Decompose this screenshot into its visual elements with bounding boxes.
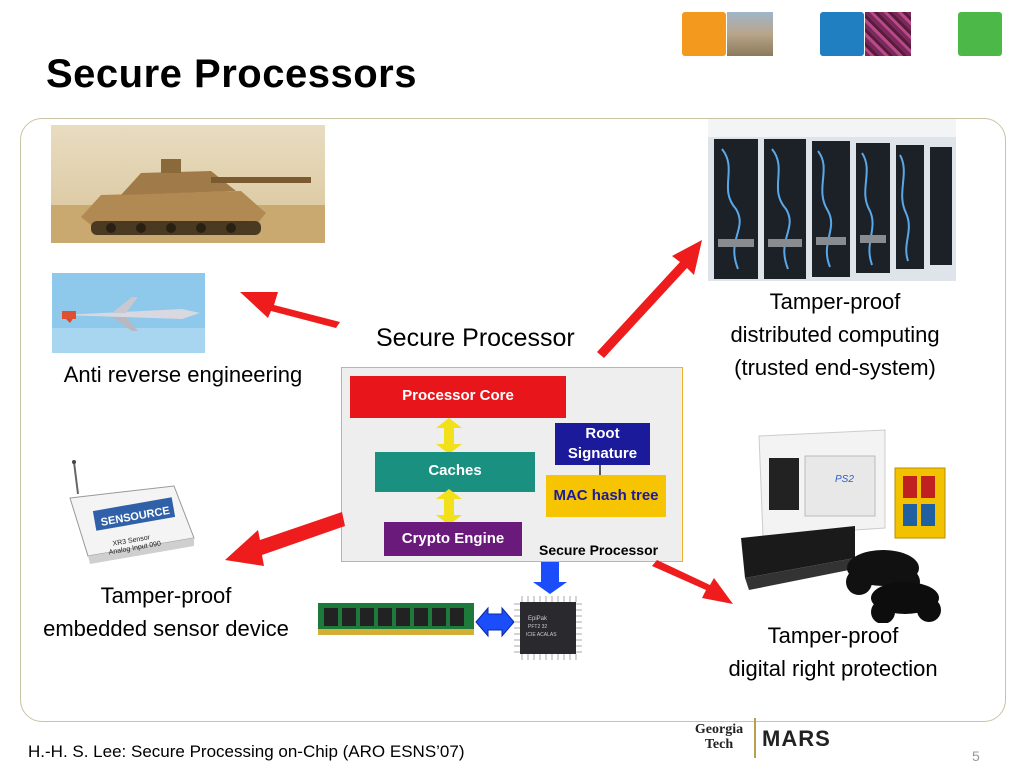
memory-module-image xyxy=(318,603,474,635)
header-photo-campus xyxy=(727,12,773,56)
root-signature-line2: Signature xyxy=(567,445,638,462)
distributed-caption-line3: (trusted end-system) xyxy=(734,355,936,380)
header-photo-circuit xyxy=(865,12,911,56)
sensor-device-image: SENSOURCE XR3 Sensor Analog Input 090 xyxy=(69,460,195,564)
gt-logo-line2: Tech xyxy=(704,737,734,752)
slide-footer: H.-H. S. Lee: Secure Processing on-Chip … xyxy=(28,742,465,761)
mars-logo: MARS xyxy=(762,726,831,751)
root-mac-link xyxy=(599,465,601,475)
game-console-image: PS2 xyxy=(735,418,950,623)
arrow-memory-chip xyxy=(475,606,515,638)
core-cache-connector xyxy=(436,418,462,454)
slide-title: Secure Processors xyxy=(46,52,417,96)
missile-image xyxy=(52,273,205,353)
cache-crypto-connector xyxy=(436,489,462,525)
gt-logo-line1: Georgia xyxy=(694,722,744,737)
secure-processor-diagram: Processor Core Caches Crypto Engine Root… xyxy=(341,367,683,562)
mac-hash-tree-block: MAC hash tree xyxy=(546,475,666,517)
tank-image xyxy=(51,125,325,243)
crypto-engine-block: Crypto Engine xyxy=(384,522,522,556)
caches-block: Caches xyxy=(375,452,535,492)
content-frame xyxy=(20,118,1006,722)
header-square-green xyxy=(958,12,1002,56)
sensor-caption-line2: embedded sensor device xyxy=(43,616,289,641)
arrow-to-servers xyxy=(597,240,702,358)
chip-marking-line1: EpiPak xyxy=(528,616,548,622)
header-square-blue xyxy=(820,12,864,56)
page-number: 5 xyxy=(972,748,980,764)
arrow-to-console xyxy=(652,560,733,604)
distributed-caption: Tamper-proof distributed computing (trus… xyxy=(700,285,970,384)
drm-caption-line1: Tamper-proof xyxy=(767,623,899,648)
arrow-box-to-chip xyxy=(533,562,567,594)
sensor-caption: Tamper-proof embedded sensor device xyxy=(18,579,314,645)
chip-marking-line3: ICIE ACALAS xyxy=(526,632,557,638)
arrow-to-sensor xyxy=(225,512,345,566)
distributed-caption-line2: distributed computing xyxy=(730,322,940,347)
server-rack-image xyxy=(708,119,956,281)
logo-divider xyxy=(754,718,756,758)
anti-reverse-caption: Anti reverse engineering xyxy=(63,362,303,387)
processor-chip-image: EpiPak PFT2 32 ICIE ACALAS xyxy=(514,596,582,660)
georgia-tech-logo: Georgia Tech xyxy=(688,722,750,752)
root-signature-block: Root Signature xyxy=(555,423,650,465)
header-square-orange xyxy=(682,12,726,56)
processor-core-block: Processor Core xyxy=(350,376,566,418)
ps2-logo-text: PS2 xyxy=(835,474,854,485)
drm-caption-line2: digital right protection xyxy=(728,656,938,681)
drm-caption: Tamper-proof digital right protection xyxy=(690,619,976,685)
root-signature-line1: Root xyxy=(585,425,620,442)
secure-processor-heading: Secure Processor xyxy=(376,324,575,352)
distributed-caption-line1: Tamper-proof xyxy=(769,289,901,314)
secure-processor-box-label: Secure Processor xyxy=(539,542,659,558)
arrow-to-missile xyxy=(240,292,340,328)
chip-marking-line2: PFT2 32 xyxy=(528,624,547,630)
sensor-caption-line1: Tamper-proof xyxy=(100,583,232,608)
